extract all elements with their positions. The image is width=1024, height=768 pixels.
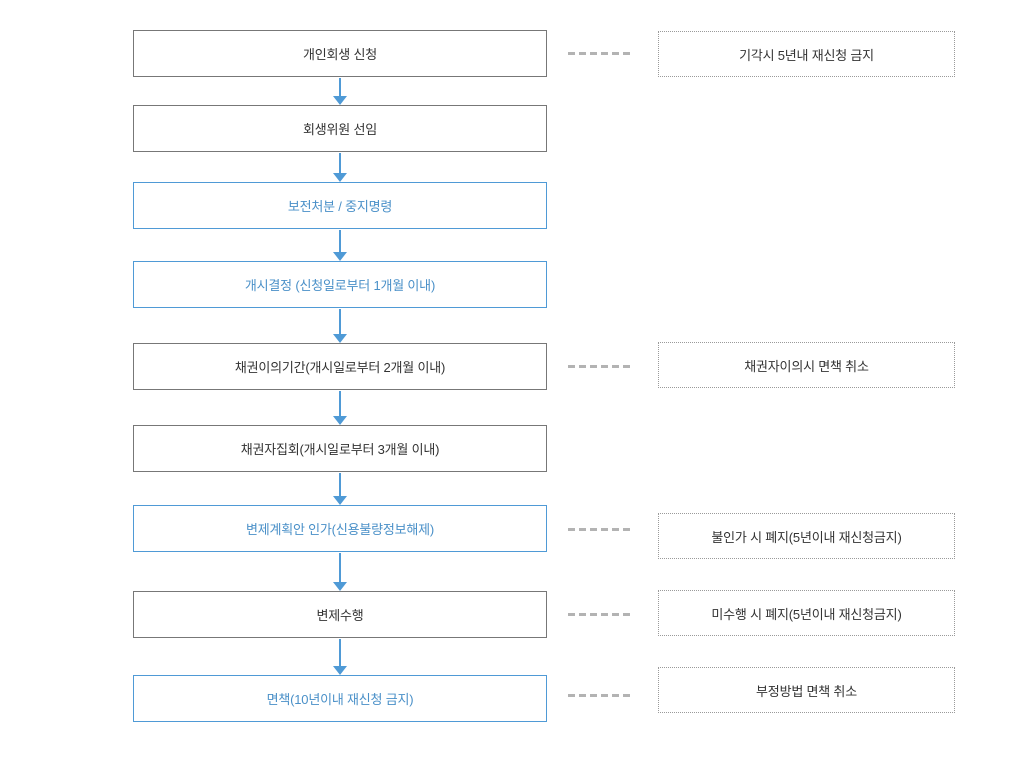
flow-step-label: 개시결정 (신청일로부터 1개월 이내) — [244, 278, 436, 293]
arrow-shaft — [339, 639, 341, 666]
annotation-nonperformance: 미수행 시 폐지(5년이내 재신청금지) — [658, 590, 955, 636]
arrow-shaft — [339, 553, 341, 582]
flow-step-plan-approval: 변제계획안 인가(신용불량정보해제) — [133, 505, 547, 552]
arrow-head — [333, 334, 347, 343]
flow-step-preservation: 보전처분 / 중지명령 — [133, 182, 547, 229]
flow-step-discharge: 면책(10년이내 재신청 금지) — [133, 675, 547, 722]
flow-step-label: 채권자집회(개시일로부터 3개월 이내) — [240, 442, 440, 457]
arrow-shaft — [339, 230, 341, 252]
annotation-disapproval: 불인가 시 폐지(5년이내 재신청금지) — [658, 513, 955, 559]
arrow-shaft — [339, 153, 341, 173]
annotation-label: 불인가 시 폐지(5년이내 재신청금지) — [711, 529, 902, 545]
flow-step-committee: 회생위원 선임 — [133, 105, 547, 152]
dashed-connector — [568, 52, 634, 55]
dashed-connector — [568, 528, 634, 531]
dashed-connector — [568, 694, 634, 697]
flow-step-label: 개인회생 신청 — [303, 47, 377, 62]
annotation-rejection: 기각시 5년내 재신청 금지 — [658, 31, 955, 77]
arrow-head — [333, 666, 347, 675]
down-arrow-icon — [333, 78, 347, 105]
annotation-label: 부정방법 면책 취소 — [756, 683, 857, 699]
down-arrow-icon — [333, 309, 347, 343]
down-arrow-icon — [333, 639, 347, 675]
down-arrow-icon — [333, 153, 347, 182]
flow-step-label: 변제수행 — [316, 608, 364, 623]
flow-step-label: 채권이의기간(개시일로부터 2개월 이내) — [234, 360, 446, 375]
flow-step-application: 개인회생 신청 — [133, 30, 547, 77]
flow-step-label: 변제계획안 인가(신용불량정보해제) — [245, 522, 435, 537]
flow-step-label: 면책(10년이내 재신청 금지) — [266, 692, 414, 707]
down-arrow-icon — [333, 473, 347, 505]
down-arrow-icon — [333, 391, 347, 425]
arrow-head — [333, 252, 347, 261]
arrow-shaft — [339, 473, 341, 496]
annotation-label: 기각시 5년내 재신청 금지 — [739, 47, 874, 63]
annotation-fraud: 부정방법 면책 취소 — [658, 667, 955, 713]
annotation-label: 채권자이의시 면책 취소 — [744, 358, 869, 374]
annotation-objection: 채권자이의시 면책 취소 — [658, 342, 955, 388]
annotation-label: 미수행 시 폐지(5년이내 재신청금지) — [711, 606, 902, 622]
flow-step-label: 회생위원 선임 — [303, 122, 377, 137]
arrow-shaft — [339, 78, 341, 96]
arrow-head — [333, 173, 347, 182]
arrow-head — [333, 96, 347, 105]
flow-step-repayment: 변제수행 — [133, 591, 547, 638]
arrow-head — [333, 496, 347, 505]
flow-step-objection-period: 채권이의기간(개시일로부터 2개월 이내) — [133, 343, 547, 390]
flow-step-commencement: 개시결정 (신청일로부터 1개월 이내) — [133, 261, 547, 308]
arrow-head — [333, 416, 347, 425]
flow-step-label: 보전처분 / 중지명령 — [287, 199, 393, 214]
dashed-connector — [568, 365, 634, 368]
arrow-shaft — [339, 391, 341, 416]
flow-step-creditors-meeting: 채권자집회(개시일로부터 3개월 이내) — [133, 425, 547, 472]
dashed-connector — [568, 613, 634, 616]
down-arrow-icon — [333, 230, 347, 261]
arrow-shaft — [339, 309, 341, 334]
arrow-head — [333, 582, 347, 591]
down-arrow-icon — [333, 553, 347, 591]
